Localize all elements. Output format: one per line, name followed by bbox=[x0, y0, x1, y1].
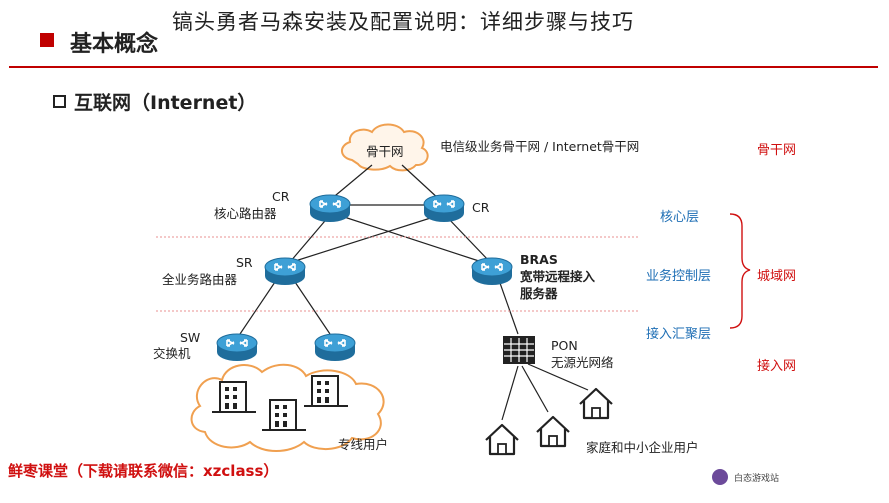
sr-label: SR bbox=[236, 255, 253, 270]
bras-desc-2: 服务器 bbox=[520, 286, 558, 301]
sw-label: SW bbox=[180, 330, 201, 345]
watermark-text: 白态游戏站 bbox=[734, 472, 779, 484]
layer-service-control: 业务控制层 bbox=[646, 269, 712, 284]
backbone-cloud bbox=[341, 123, 429, 172]
metro-brace bbox=[729, 213, 751, 329]
header-divider bbox=[9, 66, 878, 68]
layer-core: 核心层 bbox=[660, 210, 700, 225]
layer-lines bbox=[156, 236, 640, 312]
network-backbone: 骨干网 bbox=[757, 143, 797, 158]
bras-label: BRAS bbox=[520, 252, 558, 267]
sr-router-icon bbox=[264, 257, 306, 286]
house-icon-2 bbox=[535, 415, 571, 448]
links bbox=[239, 164, 589, 421]
pon-label: PON bbox=[551, 338, 578, 353]
section-title: 互联网（Internet） bbox=[74, 92, 257, 114]
cr-left-label: CR bbox=[272, 189, 290, 204]
building-icon-2 bbox=[262, 399, 306, 431]
building-icon-1 bbox=[212, 381, 256, 413]
cr-left-router-icon bbox=[309, 194, 351, 223]
cr-right-router-icon bbox=[423, 194, 465, 223]
home-users-label: 家庭和中小企业用户 bbox=[586, 440, 699, 455]
house-icon-3 bbox=[578, 387, 614, 420]
private-users-label: 专线用户 bbox=[338, 437, 389, 452]
sw-right-switch-icon bbox=[314, 333, 356, 362]
house-icon-1 bbox=[484, 423, 520, 456]
network-metro: 城域网 bbox=[757, 269, 797, 284]
building-icon-3 bbox=[304, 375, 348, 407]
pon-desc: 无源光网络 bbox=[551, 355, 614, 370]
sw-desc: 交换机 bbox=[153, 346, 191, 361]
sw-left-switch-icon bbox=[216, 333, 258, 362]
watermark: 白态游戏站 bbox=[708, 455, 888, 499]
footer-credit: 鲜枣课堂（下载请联系微信：xzclass） bbox=[8, 462, 279, 480]
cr-left-desc: 核心路由器 bbox=[214, 206, 277, 221]
page-title: 基本概念 bbox=[70, 32, 159, 57]
header-bullet bbox=[40, 33, 54, 47]
bras-router-icon bbox=[471, 257, 513, 286]
pon-device-icon bbox=[503, 336, 535, 364]
overlay-title: 镐头勇者马森安装及配置说明：详细步骤与技巧 bbox=[172, 10, 634, 34]
backbone-cloud-label: 骨干网 bbox=[366, 144, 404, 159]
cr-right-label: CR bbox=[472, 200, 490, 215]
bras-desc-1: 宽带远程接入 bbox=[520, 269, 596, 284]
network-access: 接入网 bbox=[757, 359, 797, 374]
layer-access-aggregation: 接入汇聚层 bbox=[646, 327, 712, 342]
sr-desc: 全业务路由器 bbox=[162, 272, 238, 287]
section-bullet bbox=[53, 95, 66, 108]
backbone-desc: 电信级业务骨干网 / Internet骨干网 bbox=[440, 139, 640, 154]
